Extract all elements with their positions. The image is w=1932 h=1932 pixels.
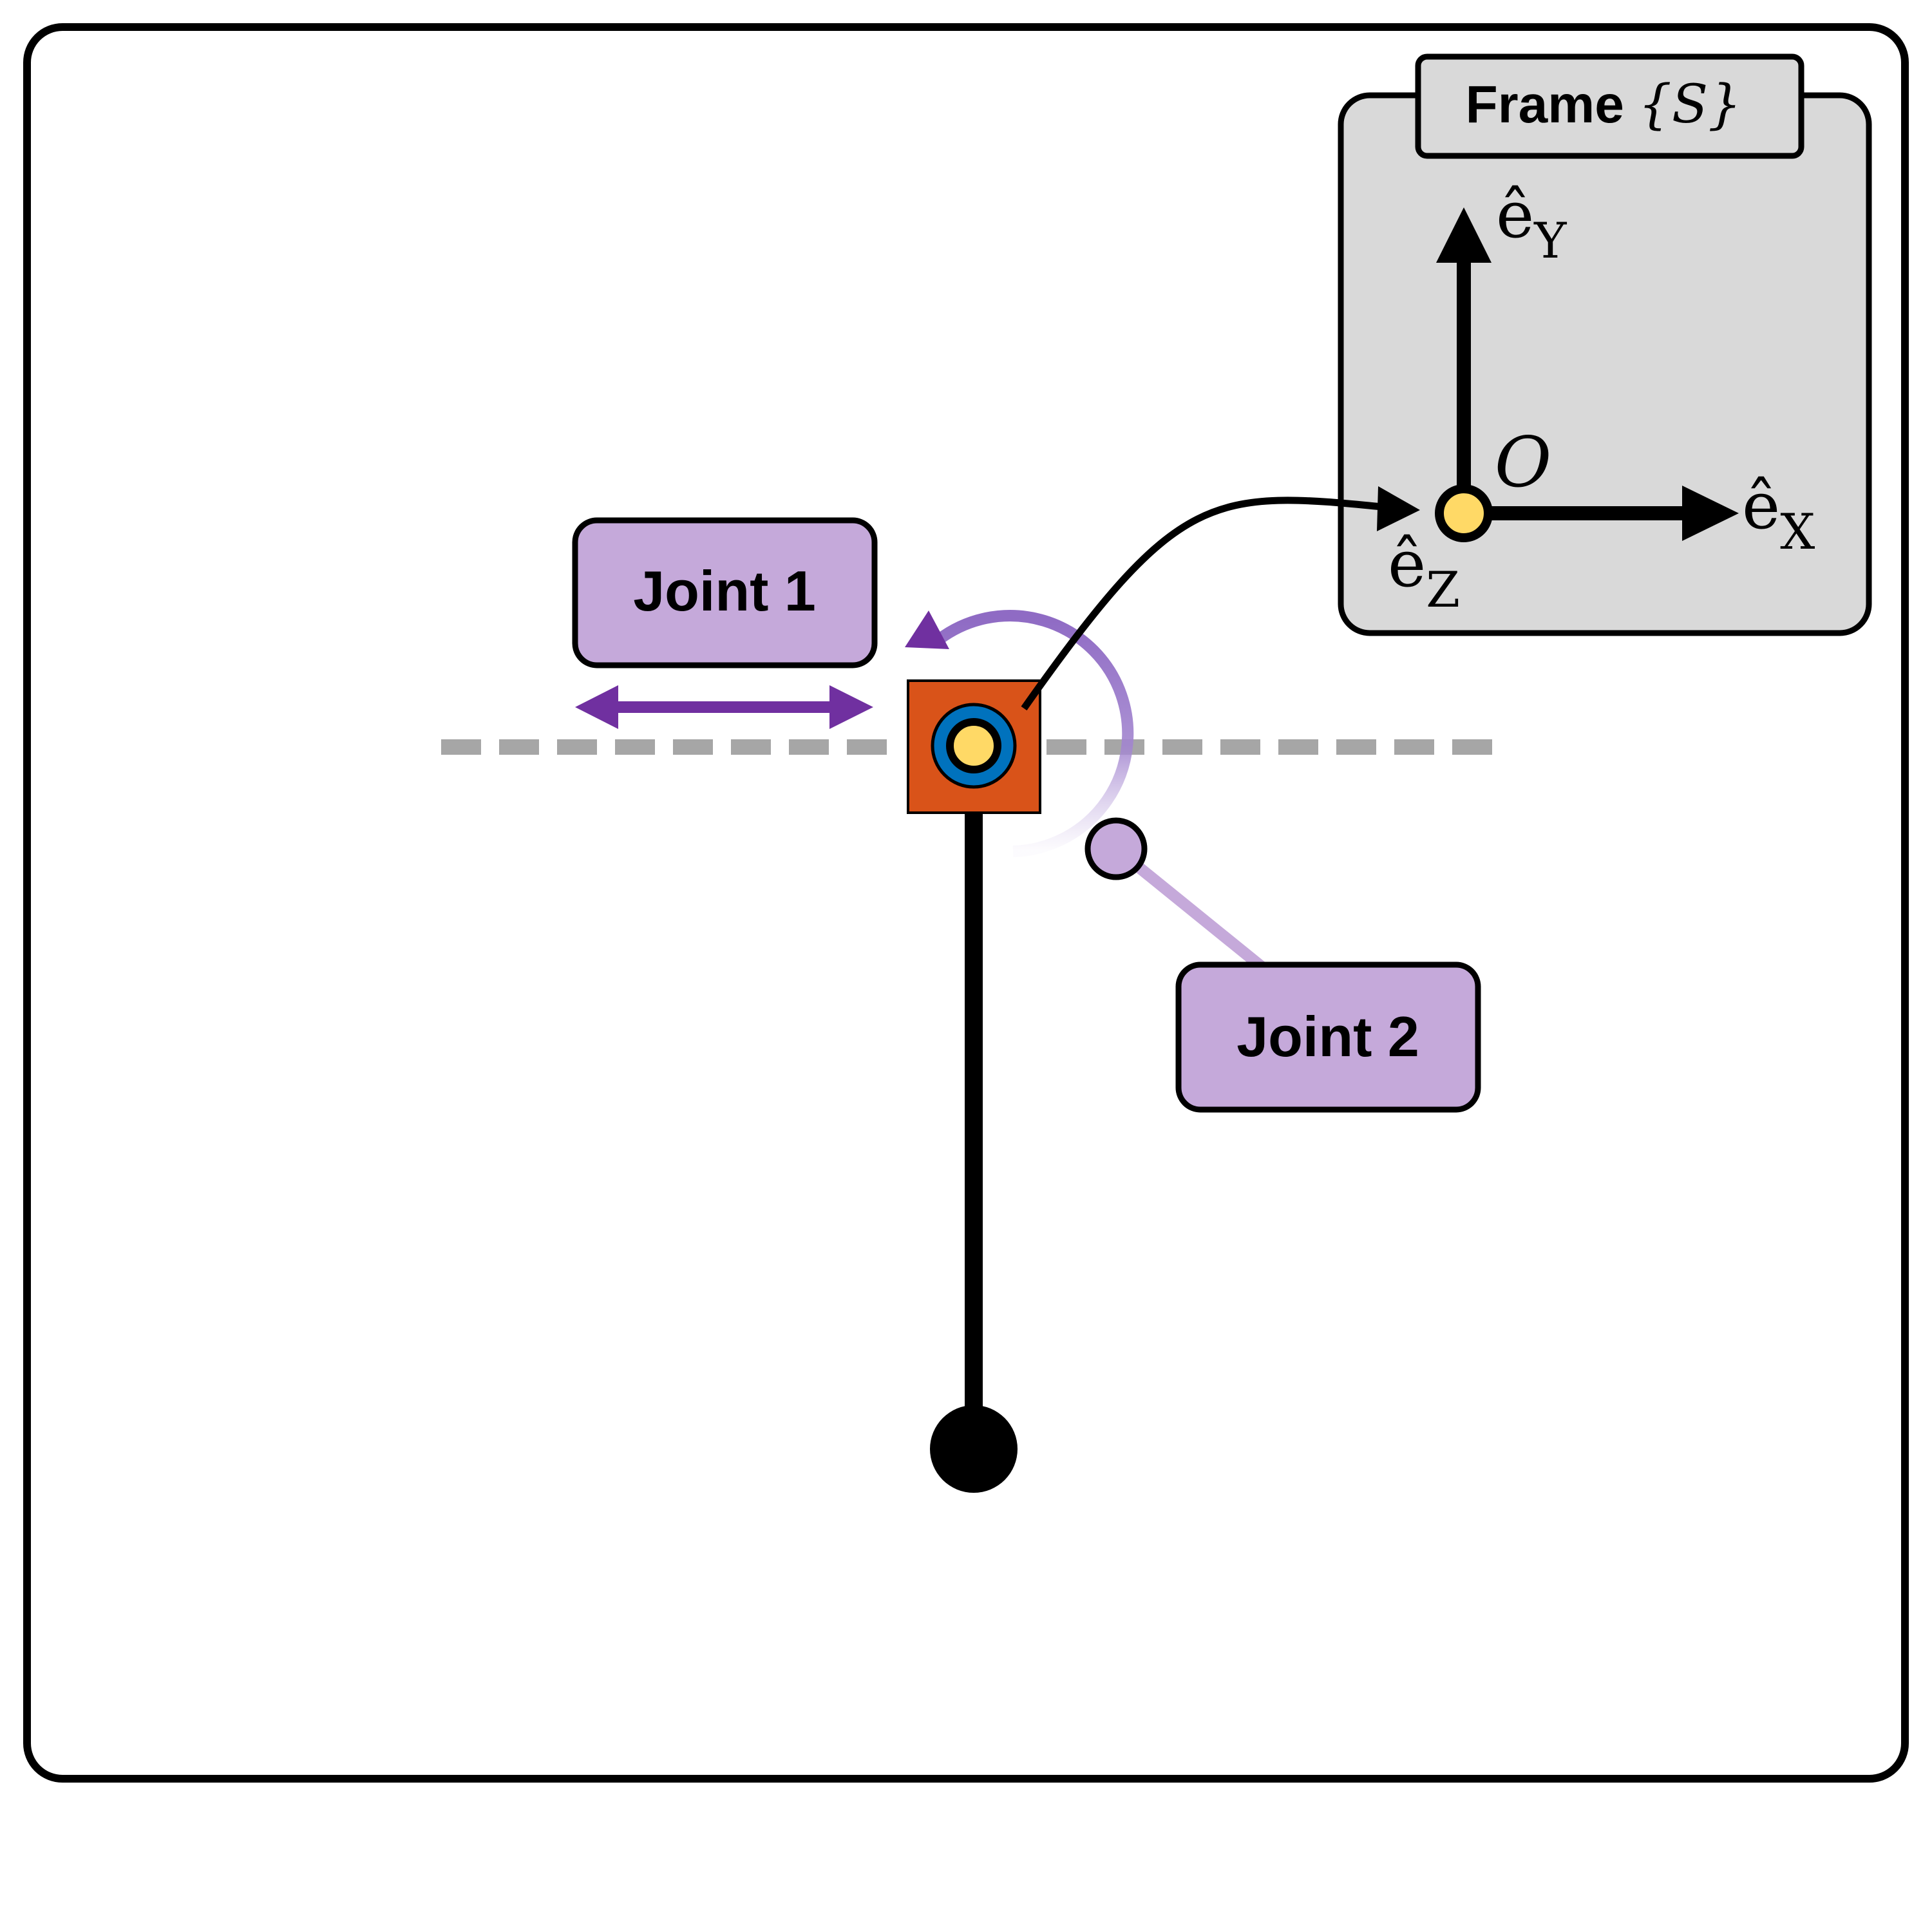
pivot-to-origin-connector [1021, 486, 1420, 711]
x-axis-label: êX [1742, 468, 1815, 560]
frame-title: Frame{S} [1466, 74, 1742, 135]
x-axis-arrow [1464, 486, 1739, 541]
origin-label: O [1495, 422, 1552, 503]
joint-2-callout [1084, 817, 1273, 977]
joint-2-label: Joint 2 [1236, 1005, 1419, 1068]
origin-point [1435, 484, 1493, 542]
frame-panel: Frame{S} O êY êX êZ [1338, 53, 1872, 636]
joint-1-translation-arrow [575, 685, 873, 729]
joint-2-rotation-arrow [905, 610, 1134, 857]
y-axis-arrow [1436, 207, 1492, 515]
joint-1-box: Joint 1 [572, 517, 878, 668]
pendulum-bob [930, 1405, 1018, 1493]
frame-title-tab [1415, 53, 1804, 159]
joint-1-label: Joint 1 [633, 559, 816, 623]
joint-2-box: Joint 2 [1175, 961, 1481, 1113]
y-axis-label: êY [1496, 177, 1567, 269]
z-axis-label: êZ [1388, 526, 1460, 618]
pivot-joint [931, 703, 1017, 789]
